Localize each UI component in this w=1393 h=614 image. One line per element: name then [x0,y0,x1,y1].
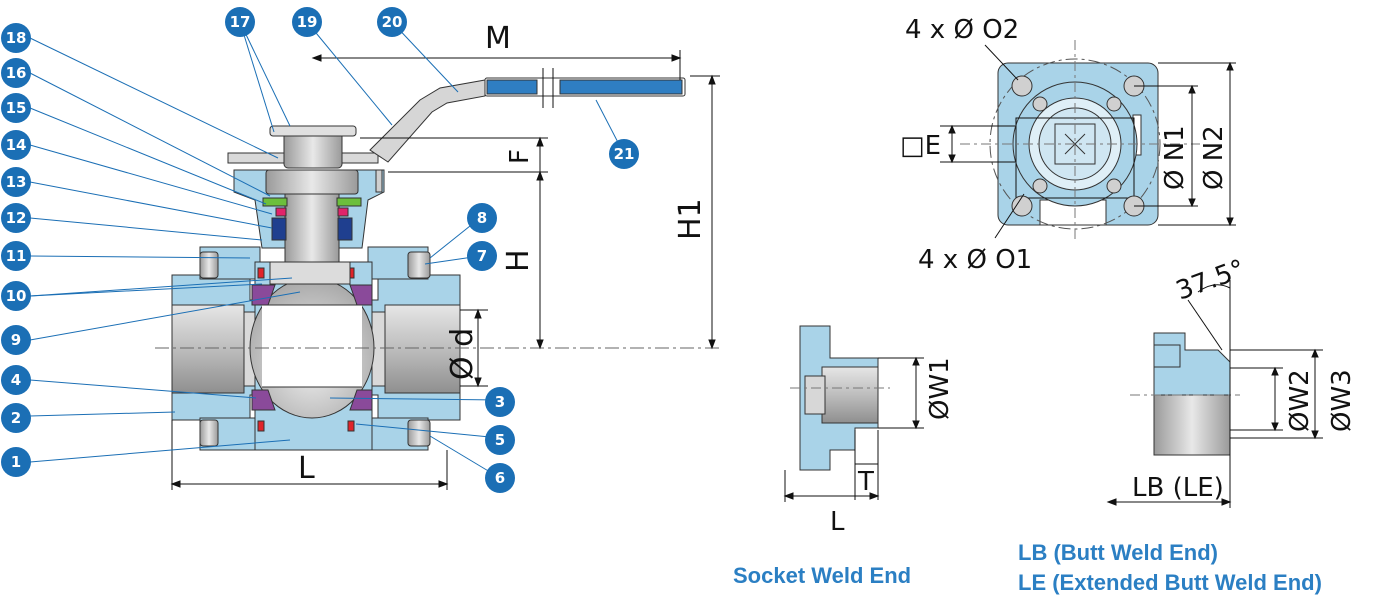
dim-n2-label: Ø N2 [1199,125,1229,190]
balloon-6: 6 [485,463,515,493]
dimension-lines [170,50,720,490]
dim-w2-label: ØW2 [1285,369,1315,432]
svg-text:1: 1 [11,453,21,471]
svg-text:17: 17 [230,13,251,31]
caption-socket-weld: Socket Weld End [733,563,912,588]
balloon-4: 4 [1,365,31,395]
svg-text:13: 13 [6,173,27,191]
dim-h1-label: H1 [673,198,708,240]
leader-lines [29,21,625,479]
svg-text:7: 7 [477,247,487,265]
svg-text:18: 18 [6,29,27,47]
dim-f-label: F [505,149,535,164]
balloon-21: 21 [609,139,639,169]
svg-text:10: 10 [6,287,27,305]
dim-o1-label: 4 x Ø O1 [918,245,1032,275]
dim-l-socket-label: L [830,507,845,537]
balloon-9: 9 [1,325,31,355]
dim-m-label: M [485,21,511,56]
svg-text:14: 14 [6,136,27,154]
balloon-1: 1 [1,447,31,477]
balloon-11: 11 [1,241,31,271]
svg-text:5: 5 [495,431,505,449]
balloon-14: 14 [1,130,31,160]
svg-text:3: 3 [495,393,505,411]
dim-t-label: T [857,467,874,497]
dim-n1-label: Ø N1 [1160,125,1190,190]
svg-text:16: 16 [6,64,27,82]
dim-bevel-angle-label: 37.5° [1172,254,1249,306]
svg-text:12: 12 [6,209,27,227]
svg-text:2: 2 [11,409,21,427]
balloon-12: 12 [1,203,31,233]
valve-section-view [171,68,686,451]
dim-d-label: Ø d [445,328,480,380]
dim-e-label: □E [900,131,941,161]
svg-text:8: 8 [477,209,487,227]
svg-text:19: 19 [297,13,318,31]
balloon-13: 13 [1,167,31,197]
balloon-8: 8 [467,203,497,233]
svg-text:9: 9 [11,331,21,349]
balloon-20: 20 [377,7,407,37]
dim-l-label: L [298,451,315,486]
svg-text:11: 11 [6,247,27,265]
balloon-5: 5 [485,425,515,455]
caption-extended-butt-weld: LE (Extended Butt Weld End) [1018,570,1322,595]
balloon-15: 15 [1,93,31,123]
butt-weld-detail [1130,332,1240,456]
svg-text:20: 20 [382,13,403,31]
balloon-3: 3 [485,387,515,417]
svg-text:4: 4 [11,371,21,389]
dim-w1-label: ØW1 [925,357,955,420]
handle-lever [369,79,486,163]
balloon-10: 10 [1,281,31,311]
dim-o2-label: 4 x Ø O2 [905,15,1019,45]
top-view-dimension-lines [940,44,1236,239]
balloon-7: 7 [467,241,497,271]
svg-text:15: 15 [6,99,27,117]
dim-lb-le-label: LB (LE) [1132,473,1224,503]
svg-text:6: 6 [495,469,505,487]
svg-text:21: 21 [614,145,635,163]
top-flange-view [960,40,1200,240]
dim-h-label: H [501,249,536,272]
balloon-2: 2 [1,403,31,433]
butt-dimension-lines [1106,280,1323,508]
part-balloons: 18 16 15 14 13 12 11 10 9 4 2 1 17 19 20… [1,7,639,493]
socket-weld-detail [790,325,890,471]
caption-butt-weld: LB (Butt Weld End) [1018,540,1218,565]
balloon-18: 18 [1,23,31,53]
balloon-17: 17 [225,7,255,37]
balloon-16: 16 [1,58,31,88]
socket-dimension-lines [783,356,924,502]
dim-w3-label: ØW3 [1327,369,1357,432]
stem [284,189,340,271]
balloon-19: 19 [292,7,322,37]
